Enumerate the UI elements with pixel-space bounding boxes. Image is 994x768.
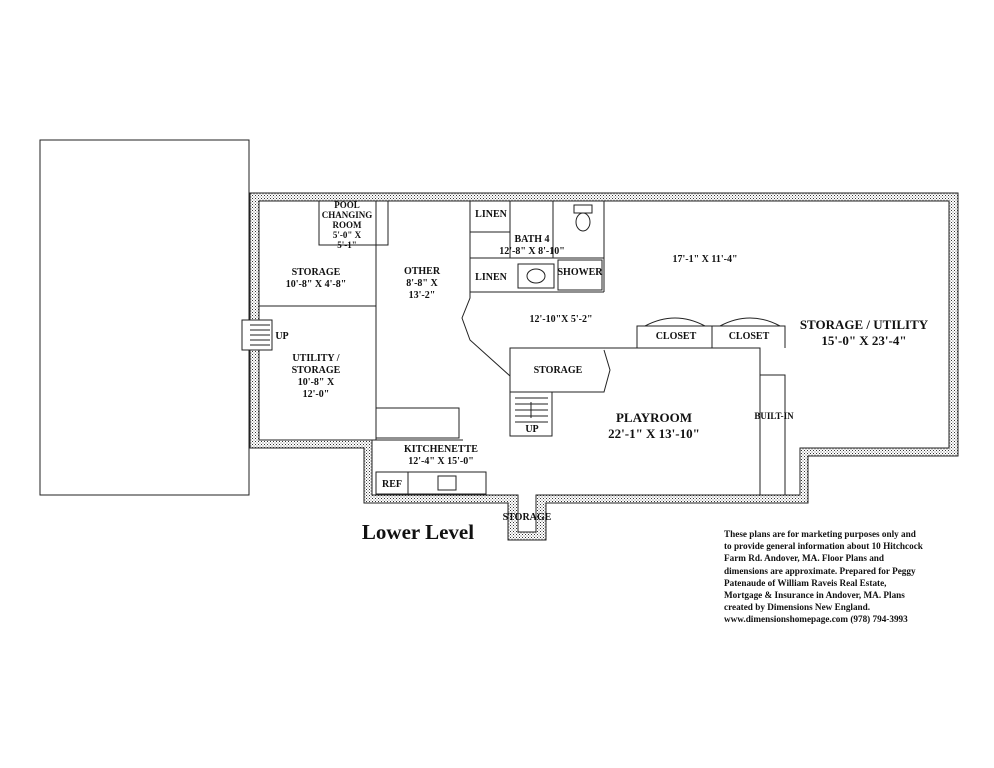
interior-walls: [259, 201, 786, 495]
kitchenette-fixtures: [375, 471, 487, 495]
room-label-area-upper: 17'-1" X 11'-4": [673, 254, 738, 265]
svg-text:12'-4" X 15'-0": 12'-4" X 15'-0": [408, 456, 474, 467]
room-label-up-left: UP: [275, 331, 288, 342]
svg-text:UTILITY /: UTILITY /: [292, 353, 339, 364]
svg-text:12'-0": 12'-0": [303, 389, 330, 400]
room-label-other: OTHER 8'-8" X 13'-2": [404, 266, 441, 301]
svg-text:KITCHENETTE: KITCHENETTE: [404, 444, 478, 455]
svg-text:13'-2": 13'-2": [409, 290, 436, 301]
svg-text:POOL: POOL: [334, 200, 360, 210]
room-label-closet-1: CLOSET: [656, 331, 697, 342]
room-label-kitchenette: KITCHENETTE 12'-4" X 15'-0": [404, 444, 478, 467]
room-label-shower: SHOWER: [557, 267, 603, 278]
room-label-linen-top: LINEN: [475, 209, 507, 220]
stairs-center: [515, 397, 548, 423]
disclaimer-text: These plans are for marketing purposes o…: [724, 529, 923, 625]
svg-text:BATH 4: BATH 4: [514, 234, 549, 245]
svg-text:STORAGE: STORAGE: [292, 365, 341, 376]
svg-text:ROOM: ROOM: [333, 220, 363, 230]
room-label-hall: 12'-10"X 5'-2": [529, 314, 592, 325]
room-label-storage-mid: STORAGE: [534, 365, 583, 376]
svg-text:8'-8" X: 8'-8" X: [406, 278, 438, 289]
svg-text:OTHER: OTHER: [404, 266, 441, 277]
room-label-up-center: UP: [525, 424, 538, 435]
svg-text:10'-8" X: 10'-8" X: [298, 377, 335, 388]
svg-text:12'-8" X 8'-10": 12'-8" X 8'-10": [499, 246, 565, 257]
svg-text:10'-8" X 4'-8": 10'-8" X 4'-8": [286, 279, 347, 290]
room-label-utility-storage: UTILITY / STORAGE 10'-8" X 12'-0": [292, 353, 341, 400]
room-label-storage-bottom: STORAGE: [503, 512, 552, 523]
stairs-left: [241, 319, 273, 351]
svg-text:CHANGING: CHANGING: [322, 210, 373, 220]
svg-text:15'-0" X 23'-4": 15'-0" X 23'-4": [821, 333, 906, 348]
room-label-pool-changing-room: POOL CHANGING ROOM 5'-0" X 5'-1": [322, 200, 373, 250]
svg-text:5'-0" X: 5'-0" X: [333, 230, 362, 240]
svg-text:STORAGE / UTILITY: STORAGE / UTILITY: [800, 317, 929, 332]
room-label-bath-4: BATH 4 12'-8" X 8'-10": [499, 234, 565, 257]
room-label-storage-utility: STORAGE / UTILITY 15'-0" X 23'-4": [800, 317, 929, 348]
room-label-linen-bottom: LINEN: [475, 272, 507, 283]
garage-outline: [39, 139, 250, 496]
room-label-playroom: PLAYROOM 22'-1" X 13'-10": [608, 410, 700, 441]
closet-doors: [644, 317, 781, 327]
svg-text:22'-1" X 13'-10": 22'-1" X 13'-10": [608, 426, 700, 441]
svg-text:STORAGE: STORAGE: [292, 267, 341, 278]
room-label-built-in: BUILT-IN: [754, 411, 794, 421]
room-label-closet-2: CLOSET: [729, 331, 770, 342]
room-label-ref: REF: [382, 479, 402, 490]
room-label-storage-left: STORAGE 10'-8" X 4'-8": [286, 267, 347, 290]
bath-fixtures: [517, 204, 603, 291]
svg-text:5'-1": 5'-1": [337, 240, 357, 250]
plan-title: Lower Level: [362, 520, 474, 544]
svg-text:PLAYROOM: PLAYROOM: [616, 410, 692, 425]
